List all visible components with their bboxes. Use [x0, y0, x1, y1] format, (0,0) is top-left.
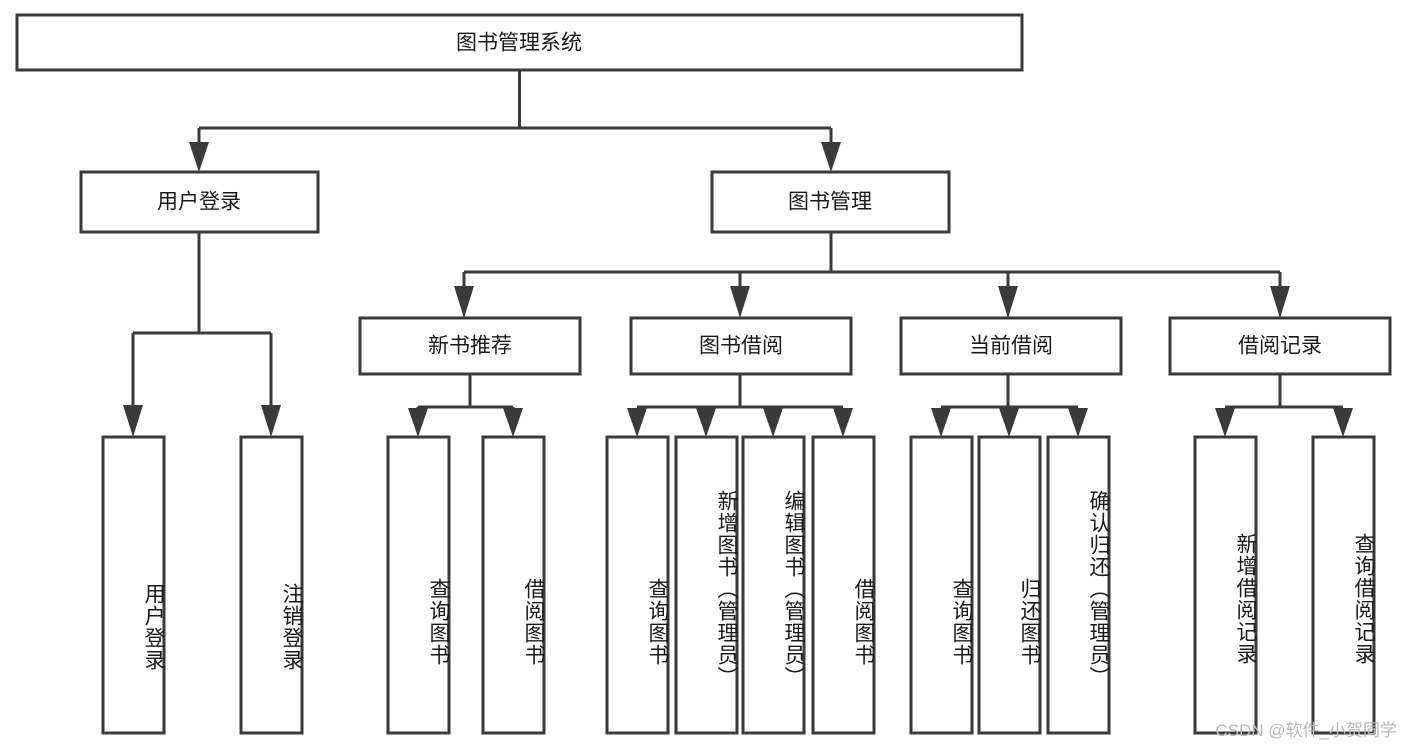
node-leaf-query-borrow-record[interactable]: [1311, 435, 1376, 735]
arrowhead-newbook-leaf-1: [408, 408, 428, 437]
node-book-borrow[interactable]: [629, 316, 853, 376]
node-leaf-user-login[interactable]: [101, 435, 166, 735]
csdn-watermark: CSDN @软件_小贺同学: [1215, 721, 1397, 740]
node-leaf-logout[interactable]: [239, 435, 304, 735]
node-book-borrow-label: 图书借阅: [699, 335, 783, 358]
node-leaf-confirm-return-admin[interactable]: [1046, 435, 1111, 735]
node-root-book-management-system[interactable]: [15, 13, 1024, 72]
arrowhead-new-book: [454, 286, 474, 318]
arrowhead-bookborrow-leaf-2: [696, 408, 716, 437]
arrowhead-book-borrow: [730, 286, 750, 318]
node-user-login[interactable]: [79, 170, 320, 234]
arrowhead-borrow-record: [1270, 286, 1290, 318]
node-current-borrow[interactable]: [899, 316, 1123, 376]
node-leaf-query-book-nb[interactable]: [386, 435, 451, 735]
node-user-login-label: 用户登录: [157, 191, 241, 214]
arrowhead-borrowrecord-leaf-1: [1215, 408, 1235, 437]
node-new-book-recommend-label: 新书推荐: [428, 335, 512, 358]
node-layer: 图书管理系统 用户登录 图书管理 新书推荐 图书借阅 当前借阅 借阅记录: [15, 13, 1392, 735]
node-leaf-add-borrow-record[interactable]: [1193, 435, 1258, 735]
node-new-book-recommend[interactable]: [358, 316, 582, 376]
arrowhead-currentborrow-leaf-1: [931, 408, 951, 437]
arrowhead-bookborrow-leaf-1: [627, 408, 647, 437]
arrowhead-currentborrow-leaf-2: [999, 408, 1019, 437]
arrowhead-leaf-user-login: [123, 405, 143, 437]
arrowhead-user-login: [189, 142, 209, 172]
node-root-label: 图书管理系统: [456, 32, 582, 55]
node-leaf-borrow-book-bb[interactable]: [811, 435, 876, 735]
node-book-management-label: 图书管理: [788, 191, 872, 214]
node-leaf-edit-book-admin[interactable]: [741, 435, 806, 735]
arrowhead-leaf-logout: [261, 405, 281, 437]
arrowhead-newbook-leaf-2: [503, 408, 523, 437]
node-leaf-query-book-cb[interactable]: [909, 435, 974, 735]
node-current-borrow-label: 当前借阅: [969, 335, 1053, 358]
node-leaf-return-book[interactable]: [977, 435, 1042, 735]
arrowhead-book-manage: [821, 142, 841, 172]
node-leaf-borrow-book-nb[interactable]: [481, 435, 546, 735]
arrowhead-bookborrow-leaf-3: [763, 408, 783, 437]
node-leaf-query-book-bb[interactable]: [605, 435, 670, 735]
arrowhead-borrowrecord-leaf-2: [1333, 408, 1353, 437]
node-leaf-add-book-admin[interactable]: [674, 435, 739, 735]
arrowhead-currentborrow-leaf-3: [1068, 408, 1088, 437]
node-book-management[interactable]: [710, 170, 951, 234]
connector-layer: [123, 70, 1353, 437]
arrowhead-current-borrow: [998, 286, 1018, 318]
arrowhead-bookborrow-leaf-4: [833, 408, 853, 437]
node-borrow-record[interactable]: [1168, 316, 1392, 376]
node-borrow-record-label: 借阅记录: [1238, 335, 1322, 358]
